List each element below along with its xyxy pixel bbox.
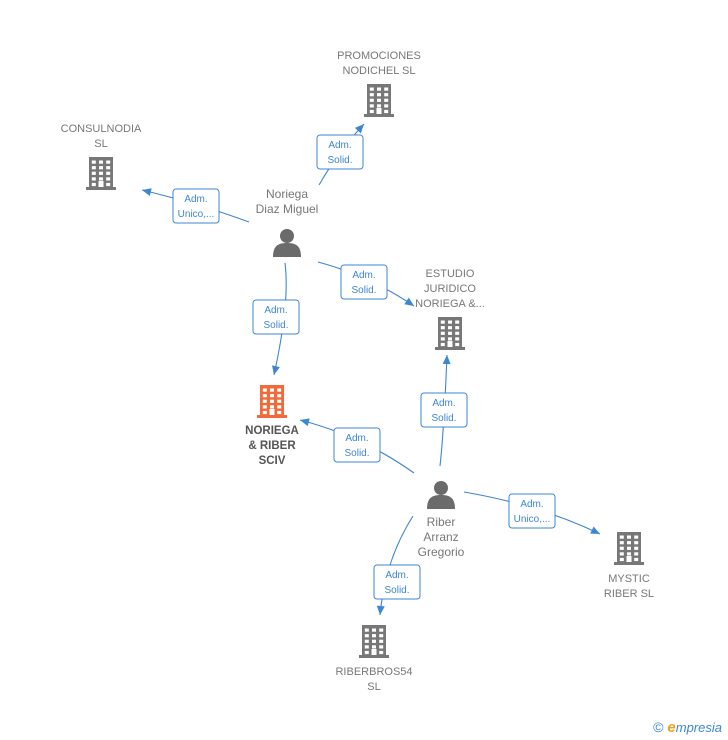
node-label-line: JURIDICO xyxy=(424,283,476,295)
edge-noriega_diaz-to-estudio: Adm. Solid. xyxy=(317,261,415,307)
edge-label-line: Solid. xyxy=(384,585,409,596)
edge-label-line: Solid. xyxy=(431,413,456,424)
node-promociones[interactable]: PROMOCIONES NODICHEL SL xyxy=(337,50,421,117)
building-icon xyxy=(435,317,465,350)
edge-label[interactable]: Adm. Solid. xyxy=(420,392,468,428)
building-icon xyxy=(257,385,287,418)
edge-label-line: Unico,... xyxy=(514,514,551,525)
node-label-line: RIBER SL xyxy=(604,588,654,600)
arrowhead-icon xyxy=(272,365,280,375)
arrowhead-icon xyxy=(442,355,451,365)
node-label-line: SCIV xyxy=(259,455,286,467)
node-label-line: ESTUDIO xyxy=(426,268,475,280)
edge-label-line: Adm. xyxy=(328,140,351,151)
nodes-layer: PROMOCIONES NODICHEL SL CONSULNODIA SL Norie… xyxy=(61,50,654,693)
edge-label-line: Adm. xyxy=(385,570,408,581)
building-icon xyxy=(86,157,116,190)
arrowhead-icon xyxy=(354,124,364,134)
node-estudio[interactable]: ESTUDIO JURIDICO NORIEGA &... xyxy=(415,268,485,350)
edge-riber_arranz-to-noriega_riber: Adm. Solid. xyxy=(299,418,415,474)
person-icon xyxy=(273,229,301,257)
arrowhead-icon xyxy=(590,526,600,534)
person-icon xyxy=(427,481,455,509)
edge-riber_arranz-to-mystic: Adm. Unico,... xyxy=(463,491,601,535)
edge-riber_arranz-to-riberbros: Adm. Solid. xyxy=(373,515,421,616)
building-icon xyxy=(364,84,394,117)
edge-noriega_diaz-to-noriega_riber: Adm. Solid. xyxy=(252,262,300,376)
arrowhead-icon xyxy=(142,188,152,197)
node-label-line: Riber xyxy=(427,515,456,529)
edge-label-box xyxy=(316,134,364,170)
brand-logo-initial: e xyxy=(667,719,676,736)
node-label-line: Diaz Miguel xyxy=(256,202,319,216)
node-label-line: SL xyxy=(367,681,380,693)
edge-label-line: Solid. xyxy=(351,285,376,296)
edge-label-box xyxy=(420,392,468,428)
edge-label[interactable]: Adm. Solid. xyxy=(252,299,300,335)
edge-label-line: Unico,... xyxy=(178,209,215,220)
edge-label-line: Adm. xyxy=(352,270,375,281)
node-label-line: & RIBER xyxy=(248,440,296,452)
node-label-line: MYSTIC xyxy=(608,573,650,585)
footer-brand: ©empresia xyxy=(653,719,722,736)
edge-label-line: Adm. xyxy=(264,305,287,316)
edge-label-box xyxy=(340,264,388,300)
edge-label-line: Adm. xyxy=(345,433,368,444)
edge-noriega_diaz-to-promociones: Adm. Solid. xyxy=(316,123,365,186)
node-label-line: NORIEGA &... xyxy=(415,298,485,310)
node-label-line: NODICHEL SL xyxy=(343,65,416,77)
edge-noriega_diaz-to-consulnodia: Adm. Unico,... xyxy=(141,188,250,224)
node-label-line: CONSULNODIA xyxy=(61,123,142,135)
node-noriega_riber[interactable]: NORIEGA & RIBER SCIV xyxy=(245,385,299,467)
node-consulnodia[interactable]: CONSULNODIA SL xyxy=(61,123,142,190)
edge-label-line: Solid. xyxy=(263,320,288,331)
edge-label-box xyxy=(252,299,300,335)
arrowhead-icon xyxy=(404,297,414,306)
edge-label[interactable]: Adm. Solid. xyxy=(333,427,381,463)
arrowhead-icon xyxy=(300,418,310,427)
edge-label-box xyxy=(373,564,421,600)
arrowhead-icon xyxy=(376,605,385,615)
edges-layer: Adm. Solid. Adm. Unico,... Adm. Solid. Adm. Sol… xyxy=(141,123,601,616)
node-label-line: SL xyxy=(94,138,107,150)
node-mystic[interactable]: MYSTIC RIBER SL xyxy=(604,532,654,600)
edge-label-line: Solid. xyxy=(327,155,352,166)
building-icon xyxy=(359,625,389,658)
edge-label-box xyxy=(172,188,220,224)
building-icon xyxy=(614,532,644,565)
node-label-line: Noriega xyxy=(266,187,308,201)
node-label-line: Arranz xyxy=(423,530,458,544)
node-label-line: NORIEGA xyxy=(245,425,299,437)
edge-label-line: Adm. xyxy=(432,398,455,409)
edge-label[interactable]: Adm. Unico,... xyxy=(508,493,556,529)
edge-label[interactable]: Adm. Solid. xyxy=(316,134,364,170)
edge-riber_arranz-to-estudio: Adm. Solid. xyxy=(420,354,468,467)
edge-line xyxy=(379,515,414,616)
node-label-line: Gregorio xyxy=(418,545,465,559)
node-label-line: RIBERBROS54 xyxy=(335,666,412,678)
brand-logo-text: mpresia xyxy=(675,720,722,735)
edge-label[interactable]: Adm. Solid. xyxy=(373,564,421,600)
edge-label-line: Adm. xyxy=(184,194,207,205)
edge-label-line: Solid. xyxy=(344,448,369,459)
edge-label[interactable]: Adm. Solid. xyxy=(340,264,388,300)
edge-label-box xyxy=(333,427,381,463)
edge-label-line: Adm. xyxy=(520,499,543,510)
node-label-line: PROMOCIONES xyxy=(337,50,421,62)
edge-label-box xyxy=(508,493,556,529)
copyright-icon: © xyxy=(653,719,664,735)
edge-label[interactable]: Adm. Unico,... xyxy=(172,188,220,224)
